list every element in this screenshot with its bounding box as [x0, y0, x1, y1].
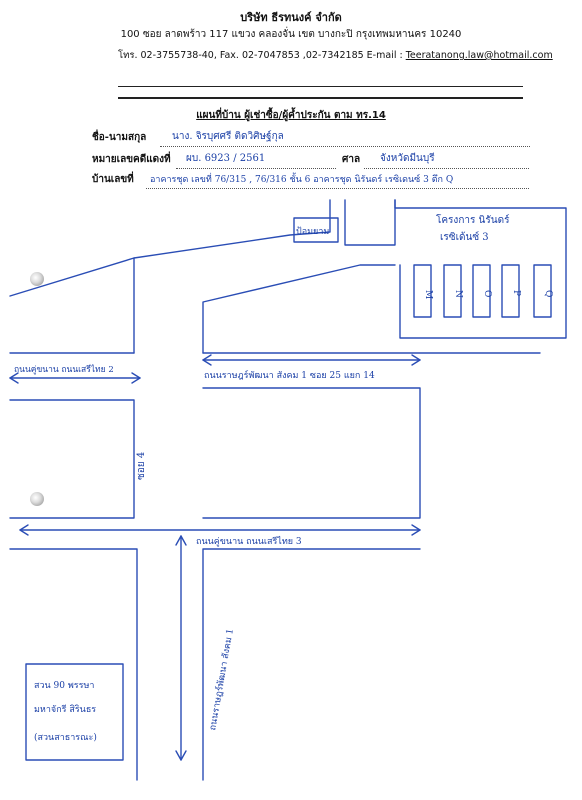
arrow-vertical-head-t	[175, 535, 187, 546]
building-q-label: Q	[543, 290, 553, 297]
name-label: ชื่อ-นามสกุล	[92, 132, 147, 143]
contact-numbers: โทร. 02-3755738-40, Fax. 02-7047853 ,02-…	[118, 50, 406, 61]
block-right-lower	[202, 548, 421, 781]
court-value: จังหวัดมีนบุรี	[380, 153, 435, 164]
house-label: บ้านเลขที่	[92, 174, 134, 185]
road-mid-label: ถนนราษฎร์พัฒนา สังคม 1 ซอย 25 แยก 14	[204, 369, 375, 381]
condo-name-line1: โครงการ นิรันดร์	[436, 213, 510, 226]
building-m	[413, 264, 432, 318]
block-right-upper	[202, 387, 421, 519]
arrow-road-lower-head-r	[411, 524, 421, 536]
block-left-lower	[9, 548, 138, 781]
arrow-road-mid-head-r	[411, 354, 421, 366]
condo-compound	[394, 199, 567, 339]
arrow-road-mid-head-l	[202, 354, 212, 366]
house-dotline	[146, 188, 529, 189]
building-p	[501, 264, 520, 318]
form-title: แผนที่บ้าน ผู้เช่าซื้อ/ผู้ค้ำประกัน ตาม …	[196, 110, 386, 121]
court-label: ศาล	[342, 154, 361, 165]
punch-hole-bottom	[30, 492, 44, 506]
road-lower-label: ถนนคู่ขนาน ถนนเสรีไทย 3	[196, 536, 302, 547]
case-label: หมายเลขคดีแดงที่	[92, 154, 171, 165]
building-n	[443, 264, 462, 318]
park-box	[25, 663, 124, 761]
arrow-road-top-head-r	[131, 372, 141, 384]
court-dotline	[364, 168, 529, 169]
header-rule-top	[118, 86, 523, 87]
park-line3: (สวนสาธารณะ)	[34, 732, 97, 743]
road-edge-guard	[133, 199, 331, 259]
guard-house	[293, 217, 339, 243]
header-rule-bottom	[118, 97, 523, 99]
road-edge-right-entrance	[344, 199, 396, 246]
guard-house-label: ป้อมยาม	[296, 226, 329, 237]
case-dotline	[176, 168, 336, 169]
contact-email[interactable]: Teeratanong.law@hotmail.com	[405, 50, 553, 61]
arrow-road-lower-head-l	[19, 524, 29, 536]
building-o	[472, 264, 491, 318]
soi-label: ซอย 4	[136, 452, 147, 480]
punch-hole-top	[30, 272, 44, 286]
road-edge-upper-left	[9, 257, 135, 354]
company-address: 100 ซอย ลาดพร้าว 117 แขวง คลองจั่น เขต บ…	[120, 29, 462, 40]
name-value: นาง. จิรบุศศรี ติดวิศิษฐ์กุล	[172, 131, 284, 142]
block-left-upper	[9, 399, 135, 519]
arrow-vertical-head-b	[175, 750, 187, 761]
park-line2: มหาจักรี สิรินธร	[34, 704, 96, 715]
arrow-road-top-head-l	[9, 372, 19, 384]
building-q	[533, 264, 552, 318]
house-value: อาคารชุด เลขที่ 76/315 , 76/316 ชั้น 6 อ…	[150, 175, 454, 185]
case-value: ผบ. 6923 / 2561	[186, 153, 266, 164]
company-contact: โทร. 02-3755738-40, Fax. 02-7047853 ,02-…	[118, 48, 553, 63]
company-name: บริษัท ธีรทนงค์ จำกัด	[240, 11, 342, 24]
building-o-label: O	[482, 290, 492, 297]
condo-name-line2: เรซิเด้นซ์ 3	[440, 231, 489, 243]
park-line1: สวน 90 พรรษา	[34, 681, 94, 691]
building-p-label: P	[511, 290, 521, 296]
building-m-label: M	[423, 290, 433, 299]
road-top-label: ถนนคู่ขนาน ถนนเสรีไทย 2	[14, 364, 114, 375]
name-dotline	[160, 146, 530, 147]
building-n-label: N	[453, 290, 463, 298]
road-edge-inner	[202, 264, 396, 354]
vertical-road-label: ถนนราษฎร์พัฒนา สังคม 1	[206, 628, 236, 732]
